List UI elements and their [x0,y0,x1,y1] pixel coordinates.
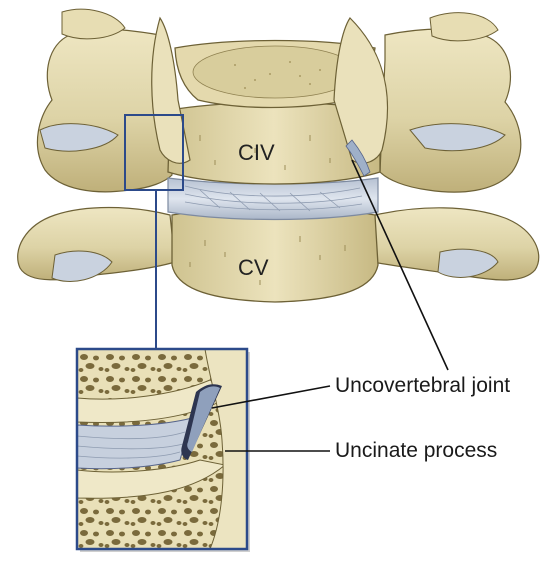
label-uncovertebral-joint: Uncovertebral joint [335,374,510,397]
magnified-inset [75,347,250,552]
vertebra-label-cv: CV [238,255,269,280]
leader-line-joint-to-inset [211,385,331,409]
inset-disc [77,417,193,470]
callout-box [124,114,184,191]
right-uncovertebral-joint [345,139,371,177]
cv-texture [189,236,346,285]
vertebra-label-civ: CIV [238,140,275,165]
civ-left-tubercle [61,8,126,40]
civ-endplate-surface [192,45,358,99]
vertebrae-illustration: CIV CV [17,8,540,303]
cv-left-facet [51,250,113,282]
civ-left-facet [39,123,119,152]
cv-body [171,206,379,303]
inset-uncinate-process [204,349,247,549]
leader-line-joint-to-vertebra [351,159,449,371]
inset-frame [75,347,249,551]
civ-right-facet [409,123,506,152]
civ-texture [199,135,356,170]
civ-right-tubercle [429,12,499,42]
left-uncinate-process [151,16,191,164]
disc-fibers [184,185,363,212]
civ-right-process [379,28,522,193]
label-uncinate-process: Uncinate process [335,439,497,462]
right-uncinate-process [333,17,389,164]
endplate-speckle [234,61,321,89]
cv-right-facet [437,248,499,278]
civ-left-process [36,28,173,193]
